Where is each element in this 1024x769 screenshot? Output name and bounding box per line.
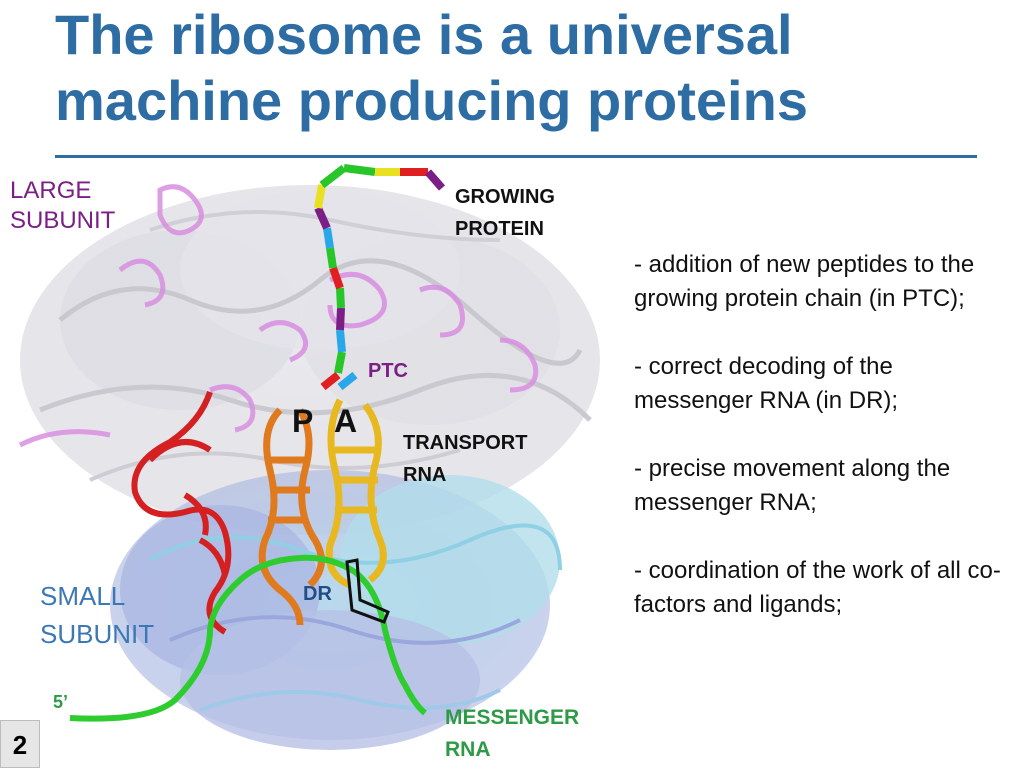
large-subunit-label-line2: SUBUNIT <box>10 207 116 234</box>
transport-rna-label-line2: RNA <box>403 464 447 486</box>
large-subunit-label-line1: LARGE <box>10 177 92 204</box>
large-subunit-label: LARGE SUBUNIT <box>10 176 115 236</box>
function-item: - correct decoding of the messenger RNA … <box>634 353 899 414</box>
small-subunit-label: SMALL SUBUNIT <box>40 577 154 653</box>
trna-e-site <box>131 390 232 635</box>
slide-title: The ribosome is a universal machine prod… <box>55 2 995 134</box>
transport-rna-label-line1: TRANSPORT <box>403 432 528 454</box>
function-item: - precise movement along the messenger R… <box>634 455 951 516</box>
growing-protein-chain <box>314 164 446 391</box>
dr-label: DR <box>303 583 332 605</box>
ribosome-illustration <box>18 164 600 750</box>
growing-protein-label-line1: GROWING <box>455 186 555 208</box>
small-subunit-label-line2: SUBUNIT <box>40 619 155 649</box>
decoding-region-box <box>345 558 390 624</box>
growing-protein-label: GROWING PROTEIN <box>455 181 555 245</box>
slide-title-line2: machine producing proteins <box>55 69 808 132</box>
messenger-rna-strand <box>69 554 427 722</box>
slide-title-line1: The ribosome is a universal <box>55 3 793 66</box>
p-site-label: P <box>292 403 314 439</box>
messenger-rna-label-line1: MESSENGER <box>445 706 580 729</box>
small-subunit-shape <box>110 470 562 750</box>
messenger-rna-label: MESSENGER RNA <box>445 702 579 766</box>
small-subunit-label-line1: SMALL <box>40 581 126 611</box>
ptc-label: PTC <box>368 360 408 382</box>
trna-a-site <box>325 398 387 589</box>
ribosome-functions-list: - addition of new peptides to the growin… <box>634 248 1004 656</box>
five-prime-label: 5’ <box>53 692 69 712</box>
trna-p-site <box>258 407 325 626</box>
title-divider <box>55 155 977 158</box>
ribosome-figure <box>0 160 620 768</box>
messenger-rna-label-line2: RNA <box>445 738 491 761</box>
function-item: - coordination of the work of all co-fac… <box>634 557 1001 618</box>
a-site-label: A <box>334 403 358 439</box>
transport-rna-label: TRANSPORT RNA <box>403 427 527 491</box>
slide-page-number: 2 <box>0 720 40 768</box>
function-item: - addition of new peptides to the growin… <box>634 251 975 312</box>
growing-protein-label-line2: PROTEIN <box>455 218 544 240</box>
